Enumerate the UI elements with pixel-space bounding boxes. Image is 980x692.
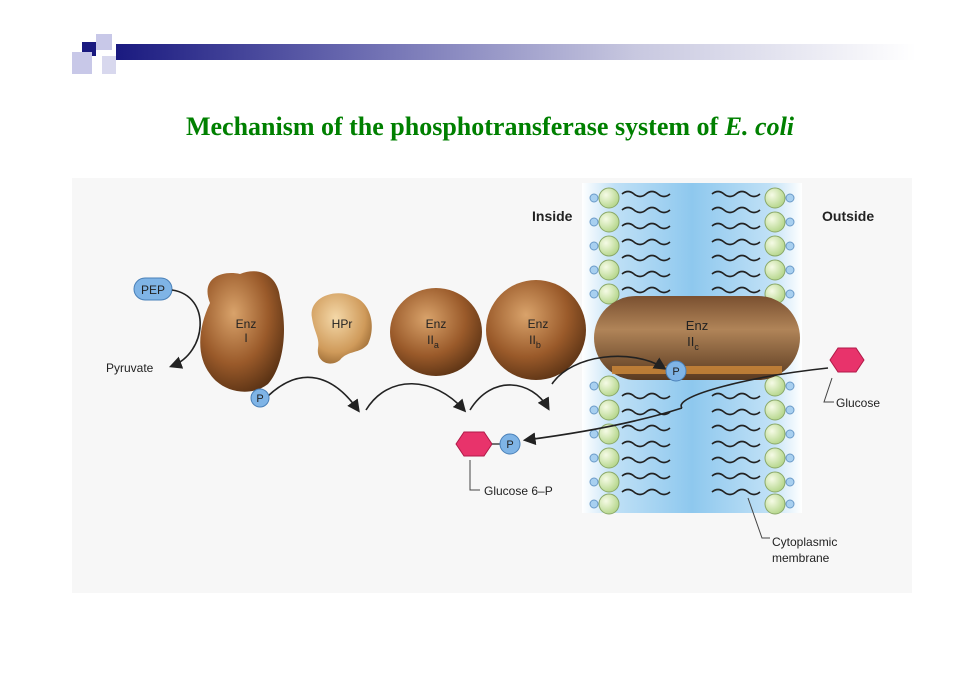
membrane-label-line1: Cytoplasmic bbox=[772, 535, 837, 549]
lipid-tails-lower bbox=[621, 392, 761, 496]
header-square-light bbox=[96, 34, 112, 50]
title-italic: E. coli bbox=[724, 112, 795, 141]
pep-label: PEP bbox=[141, 283, 165, 297]
hpr-protein: HPr bbox=[311, 293, 372, 364]
outside-label: Outside bbox=[822, 208, 874, 224]
phosphate-enz-iic: P bbox=[665, 360, 687, 382]
enz-iic-line1: Enz bbox=[686, 318, 708, 333]
enzyme-i: Enz I bbox=[200, 271, 284, 392]
enz-iic-line2: IIc bbox=[687, 334, 699, 352]
lipid-heads bbox=[598, 187, 786, 515]
lipid-tails-upper bbox=[621, 190, 761, 294]
pyruvate-label: Pyruvate bbox=[106, 361, 154, 375]
enz-iib-line1: Enz bbox=[528, 317, 549, 331]
inside-label: Inside bbox=[532, 208, 573, 224]
enz-i-line1: Enz bbox=[236, 317, 257, 331]
phosphate-transfer-arrows bbox=[267, 355, 667, 413]
glucose-label: Glucose bbox=[836, 396, 880, 410]
glucose-transport-path bbox=[680, 367, 829, 409]
enz-iib-line2: IIb bbox=[529, 333, 541, 350]
glucose-leader-line bbox=[823, 377, 834, 403]
glucose6p-leader-line bbox=[469, 460, 480, 491]
membrane-leader-line bbox=[747, 497, 770, 539]
membrane-label-line2: membrane bbox=[772, 551, 830, 565]
hpr-label: HPr bbox=[332, 317, 353, 331]
enzyme-iic: Enz IIc bbox=[594, 296, 800, 380]
header-square-light bbox=[102, 56, 116, 74]
enz-iia-line1: Enz bbox=[426, 317, 447, 331]
phosphate-enz-i: P bbox=[250, 388, 270, 408]
enzyme-iib: Enz IIb bbox=[486, 280, 586, 380]
enz-iia-line2: IIa bbox=[427, 333, 439, 350]
glucose-outside bbox=[829, 347, 865, 373]
enzyme-iia: Enz IIa bbox=[390, 288, 482, 376]
slide-title: Mechanism of the phosphotransferase syst… bbox=[185, 112, 795, 141]
header-square-light bbox=[72, 52, 92, 74]
phosphate-label: P bbox=[256, 393, 263, 405]
pep-to-pyruvate-arrow bbox=[169, 289, 201, 369]
glucose-6p: P bbox=[455, 431, 521, 457]
phosphate-label: P bbox=[672, 366, 679, 378]
lipid-small-heads bbox=[589, 193, 795, 509]
enz-i-line2: I bbox=[244, 331, 247, 345]
header-decoration bbox=[72, 34, 972, 80]
phosphate-label: P bbox=[506, 439, 513, 451]
pep-node: PEP bbox=[133, 277, 173, 301]
pts-diagram: Inside Outside Enz IIc PEP Pyruvate Enz … bbox=[72, 178, 912, 593]
glucose-6p-arrow bbox=[522, 407, 683, 446]
header-gradient-bar bbox=[116, 44, 916, 60]
glucose6p-label: Glucose 6–P bbox=[484, 484, 553, 498]
